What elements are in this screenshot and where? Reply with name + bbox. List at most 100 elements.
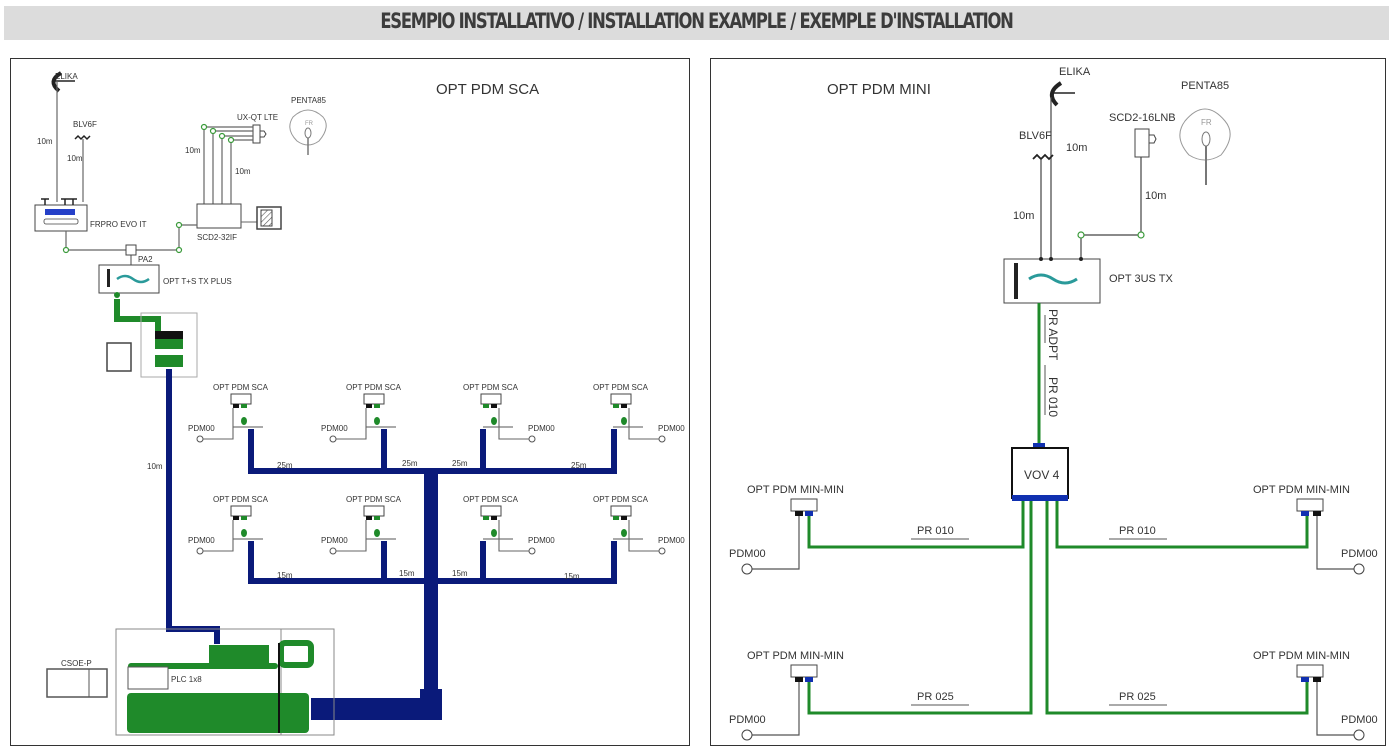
socket-icon — [329, 547, 337, 555]
lnb-label: SCD2-16LNB — [1109, 112, 1176, 124]
outlet-label: OPT PDM SCA — [463, 495, 519, 504]
diagram-opt-pdm-mini: OPT PDM MINI ELIKA 10m BLV6F 10m SCD2-16… — [729, 66, 1378, 741]
patch-010-label: PR 010 — [1046, 377, 1060, 417]
transmitter-label: OPT T+S TX PLUS — [163, 277, 232, 286]
top-row-length-2: 25m — [402, 459, 418, 468]
bottom-row-length-2: 15m — [399, 569, 415, 578]
socket-icon — [658, 435, 666, 443]
scd2-32if-multiswitch — [196, 203, 242, 229]
outlet-label: OPT PDM SCA — [213, 495, 269, 504]
wall-cabinet-icon — [106, 342, 132, 372]
banner-title: ESEMPIO INSTALLATIVO / INSTALLATION EXAM… — [380, 9, 1014, 33]
outlet-label: OPT PDM MIN-MIN — [1253, 484, 1350, 496]
opt-ts-tx-plus-transmitter — [98, 264, 160, 294]
dish-label: PENTA85 — [291, 96, 327, 105]
branch-cable-label: PR 010 — [1119, 525, 1156, 537]
bottom-row-length-3: 15m — [452, 569, 468, 578]
cable-length: 10m — [1066, 142, 1087, 154]
socket-icon — [196, 547, 204, 555]
cable-length: 10m — [1013, 210, 1034, 222]
splitter-label: PLC 1x8 — [171, 675, 202, 684]
socket-icon — [528, 547, 536, 555]
main-cabinet — [115, 628, 335, 736]
outlet-label: OPT PDM MIN-MIN — [1253, 650, 1350, 662]
blv6f-antenna-icon — [1032, 153, 1054, 259]
elika-antenna-icon — [1049, 81, 1075, 259]
ux-qt-lte-lnb — [252, 124, 267, 144]
opt-3us-tx-transmitter — [1003, 257, 1101, 304]
outlet-label: OPT PDM SCA — [346, 495, 402, 504]
distribution-tree — [248, 429, 617, 720]
pa2-power-supply — [125, 244, 137, 256]
socket-label: PDM00 — [528, 424, 555, 433]
svg-text:FR: FR — [1201, 118, 1212, 127]
vov4-splitter — [1011, 443, 1069, 501]
dish-label: PENTA85 — [1181, 80, 1229, 92]
csoe-p-combiner — [46, 668, 108, 698]
panel-title: OPT PDM MINI — [827, 81, 931, 98]
socket-label: PDM00 — [658, 424, 685, 433]
socket-label: PDM00 — [321, 424, 348, 433]
outlet-label: OPT PDM SCA — [593, 495, 649, 504]
elika-antenna-icon — [51, 71, 75, 202]
outlet-label: OPT PDM SCA — [213, 383, 269, 392]
panel-opt-pdm-mini: OPT PDM MINI ELIKA 10m BLV6F 10m SCD2-16… — [710, 58, 1386, 746]
penta85-dish-icon: FR — [289, 109, 327, 155]
outlet-opt-pdm-sca: OPT PDM SCA PDM00 — [188, 383, 269, 443]
blv6f-antenna-icon — [74, 134, 91, 202]
bottom-row-length-4: 15m — [564, 572, 580, 581]
socket-label: PDM00 — [528, 536, 555, 545]
branch-cables — [807, 501, 1309, 715]
socket-icon — [1353, 729, 1365, 741]
frpro-evo-headend — [34, 198, 88, 232]
branch-cable-label: PR 010 — [917, 525, 954, 537]
banner: ESEMPIO INSTALLATIVO / INSTALLATION EXAM… — [4, 6, 1389, 40]
socket-label: PDM00 — [729, 548, 766, 560]
fiber-cable — [114, 292, 161, 331]
top-row-length-1: 25m — [277, 461, 293, 470]
socket-icon — [528, 435, 536, 443]
socket-label: PDM00 — [1341, 714, 1378, 726]
outlet-opt-pdm-min-min: OPT PDM MIN-MIN PDM00 — [729, 484, 844, 575]
socket-label: PDM00 — [188, 424, 215, 433]
outlet-label: OPT PDM SCA — [463, 383, 519, 392]
cable-length: 10m — [67, 154, 83, 163]
top-row-length-3: 25m — [452, 459, 468, 468]
outlet-label: OPT PDM MIN-MIN — [747, 484, 844, 496]
transmitter-label: OPT 3US TX — [1109, 273, 1173, 285]
cable-length: 10m — [1145, 190, 1166, 202]
outlet-opt-pdm-sca: OPT PDM SCA PDM00 — [463, 495, 555, 555]
cable-length: 10m — [147, 462, 163, 471]
socket-icon — [741, 729, 753, 741]
panel-opt-pdm-sca: OPT PDM SCA ELIKA 10m BLV6F 10m FRPRO EV… — [10, 58, 690, 746]
multiswitch-label: SCD2-32IF — [197, 233, 237, 242]
elika-label: ELIKA — [1059, 66, 1091, 78]
branch-cable-label: PR 025 — [1119, 691, 1156, 703]
combiner-label: CSOE-P — [61, 659, 92, 668]
socket-icon — [741, 563, 753, 575]
patch-adpt-label: PR ADPT — [1046, 309, 1060, 361]
outlet-label: OPT PDM SCA — [593, 383, 649, 392]
panel-title: OPT PDM SCA — [436, 81, 539, 98]
plc-1x8-splitter — [127, 666, 169, 690]
fiber-splitter-modules — [155, 331, 183, 367]
svg-text:FR: FR — [305, 121, 314, 127]
diagram-opt-pdm-sca: OPT PDM SCA ELIKA 10m BLV6F 10m FRPRO EV… — [34, 71, 685, 736]
bottom-row-length-1: 15m — [277, 571, 293, 580]
cable-length: 10m — [235, 167, 251, 176]
cable-length: 10m — [37, 137, 53, 146]
trunk-cable — [166, 369, 220, 644]
outlet-opt-pdm-min-min: OPT PDM MIN-MIN PDM00 — [1253, 650, 1378, 741]
elika-label: ELIKA — [55, 72, 78, 81]
top-row-length-4: 25m — [571, 461, 587, 470]
splitter-label: VOV 4 — [1024, 468, 1060, 482]
scd2-16lnb — [1080, 128, 1157, 259]
fiber-trunk — [1037, 303, 1046, 445]
lnb-label: UX-QT LTE — [237, 113, 278, 122]
outlet-opt-pdm-sca: OPT PDM SCA PDM00 — [593, 495, 685, 555]
socket-label: PDM00 — [658, 536, 685, 545]
